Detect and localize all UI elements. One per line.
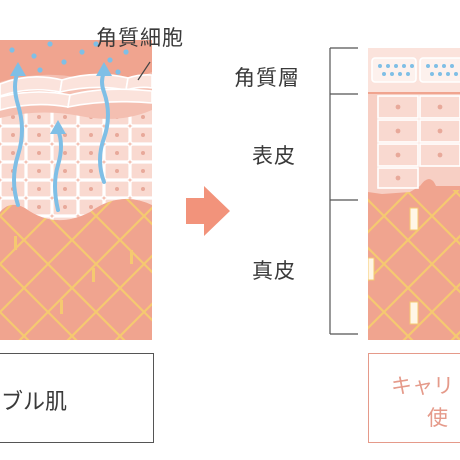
left-moisture-arrowheads xyxy=(10,62,112,134)
layer-bracket xyxy=(329,47,358,335)
left-epidermis-cells xyxy=(0,110,152,221)
dermis-label: 真皮 xyxy=(252,259,296,283)
right-skin-section xyxy=(368,48,460,340)
stratum-corneum-label: 角質層 xyxy=(234,66,300,90)
left-skin-section xyxy=(0,40,152,340)
right-retained-moisture xyxy=(378,64,458,76)
right-corneocyte-rows xyxy=(371,57,460,83)
right-caption-line1: キャリ xyxy=(391,374,454,398)
moisture-droplets xyxy=(9,41,129,75)
right-cell-nuclei xyxy=(395,104,443,181)
left-caption-box: ブル肌 xyxy=(0,353,154,443)
corneocyte-pointer-line xyxy=(137,61,151,81)
right-caption-line2: 使 xyxy=(427,406,448,430)
corneocyte-label: 角質細胞 xyxy=(96,26,184,50)
left-moisture-arrows xyxy=(12,70,110,212)
right-caption-box: キャリ 使 xyxy=(368,353,460,443)
left-fiber-marks xyxy=(14,236,133,314)
epidermis-label: 表皮 xyxy=(252,144,296,168)
right-fiber-marks xyxy=(368,207,419,325)
right-arrow-icon xyxy=(186,186,230,236)
left-caption: ブル肌 xyxy=(1,390,68,415)
